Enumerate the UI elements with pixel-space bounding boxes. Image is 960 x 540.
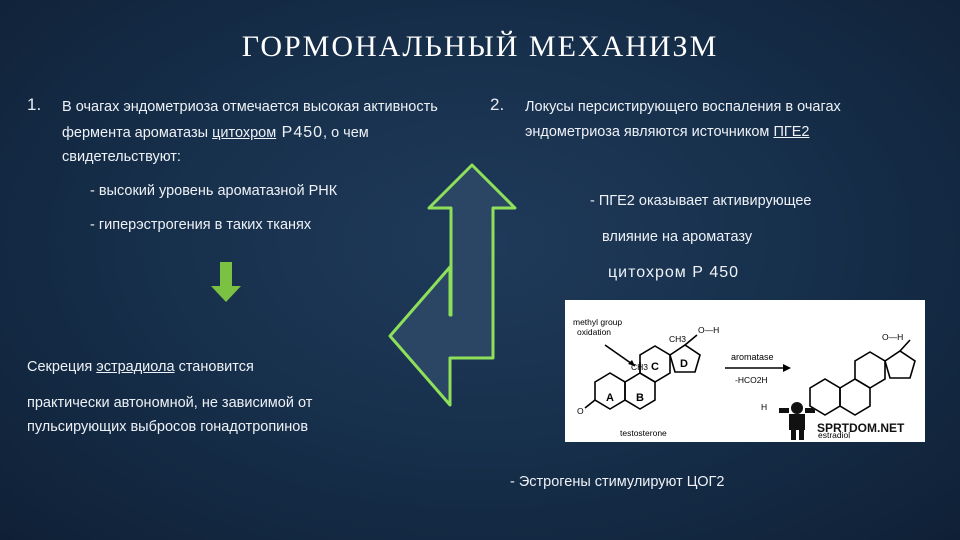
estradiol-label: estradiol xyxy=(818,430,850,440)
estradiol-ring-d xyxy=(884,350,916,379)
ring-label-a: A xyxy=(606,392,614,404)
right-line-2-underlined: ПГЕ2 xyxy=(773,124,810,140)
reaction-svg: methyl group oxidation CH3 CH3 O—H O—H O… xyxy=(573,317,916,440)
secretion-line-3: пульсирующих выбросов гонадотропинов xyxy=(27,419,309,435)
methyl-label-2: oxidation xyxy=(577,327,611,337)
item-number-1: 1. xyxy=(27,95,42,114)
secretion-post: становится xyxy=(174,359,254,375)
left-line-2-p450: Р450 xyxy=(276,124,324,141)
left-bullet-1: - высокий уровень ароматазной РНК xyxy=(90,183,338,199)
right-line-1: Локусы персистирующего воспаления в очаг… xyxy=(525,99,841,115)
right-bullet-3: цитохром Р 450 xyxy=(608,264,740,281)
secretion-pre: Секреция xyxy=(27,359,97,375)
secretion-underlined: эстрадиола xyxy=(96,359,175,375)
oh-label-1: O—H xyxy=(698,325,719,335)
watermark-text: SPRTDOM.NET xyxy=(817,421,905,435)
left-line-2-underlined: цитохром xyxy=(212,125,277,141)
left-line-3: свидетельствуют: xyxy=(62,149,181,165)
byproduct-label: -HCO2H xyxy=(735,375,768,385)
left-line-1: В очагах эндометриоза отмечается высокая… xyxy=(62,99,438,115)
estradiol-ring-c xyxy=(854,351,886,389)
right-bullet-2: влияние на ароматазу xyxy=(602,229,753,245)
right-line-2: эндометриоза являются источником ПГЕ2 xyxy=(525,121,809,144)
watermark-figure-icon xyxy=(779,402,815,440)
feedback-arrow-icon xyxy=(388,163,517,407)
testosterone-label: testosterone xyxy=(620,428,667,438)
ch3-label-b: CH3 xyxy=(631,362,648,372)
right-bullet-1: - ПГЕ2 оказывает активирующее xyxy=(590,193,812,209)
enzyme-label: aromatase xyxy=(731,352,774,362)
ch3-label-a: CH3 xyxy=(669,334,686,344)
item-number-2: 2. xyxy=(490,95,505,114)
testosterone-ring-d xyxy=(669,344,701,373)
left-line-2: фермента ароматазы цитохром Р450, о чем xyxy=(62,121,369,145)
slide-title: ГОРМОНАЛЬНЫЙ МЕХАНИЗМ xyxy=(241,30,719,63)
bottom-note: - Эстрогены стимулируют ЦОГ2 xyxy=(510,474,725,490)
ring-label-b: B xyxy=(636,392,644,404)
methyl-label-1: methyl group xyxy=(573,317,622,327)
aromatase-reaction-diagram: methyl group oxidation CH3 CH3 O—H O—H O… xyxy=(565,300,925,442)
ketone-o-label: O xyxy=(577,406,584,416)
left-line-2-pre: фермента ароматазы xyxy=(62,125,213,141)
right-line-2-pre: эндометриоза являются источником xyxy=(525,124,774,140)
ring-label-c: C xyxy=(651,361,659,373)
secretion-line-2: практически автономной, не зависимой от xyxy=(27,395,313,411)
secretion-line-1: Секреция эстрадиола становится xyxy=(27,356,254,379)
oh-label-2: O—H xyxy=(882,332,903,342)
green-down-arrow-icon xyxy=(211,262,241,302)
left-bullet-2: - гиперэстрогения в таких тканях xyxy=(90,217,312,233)
h-label: H xyxy=(761,402,767,412)
ring-label-d: D xyxy=(680,358,688,370)
left-line-2-post: , о чем xyxy=(323,125,369,141)
